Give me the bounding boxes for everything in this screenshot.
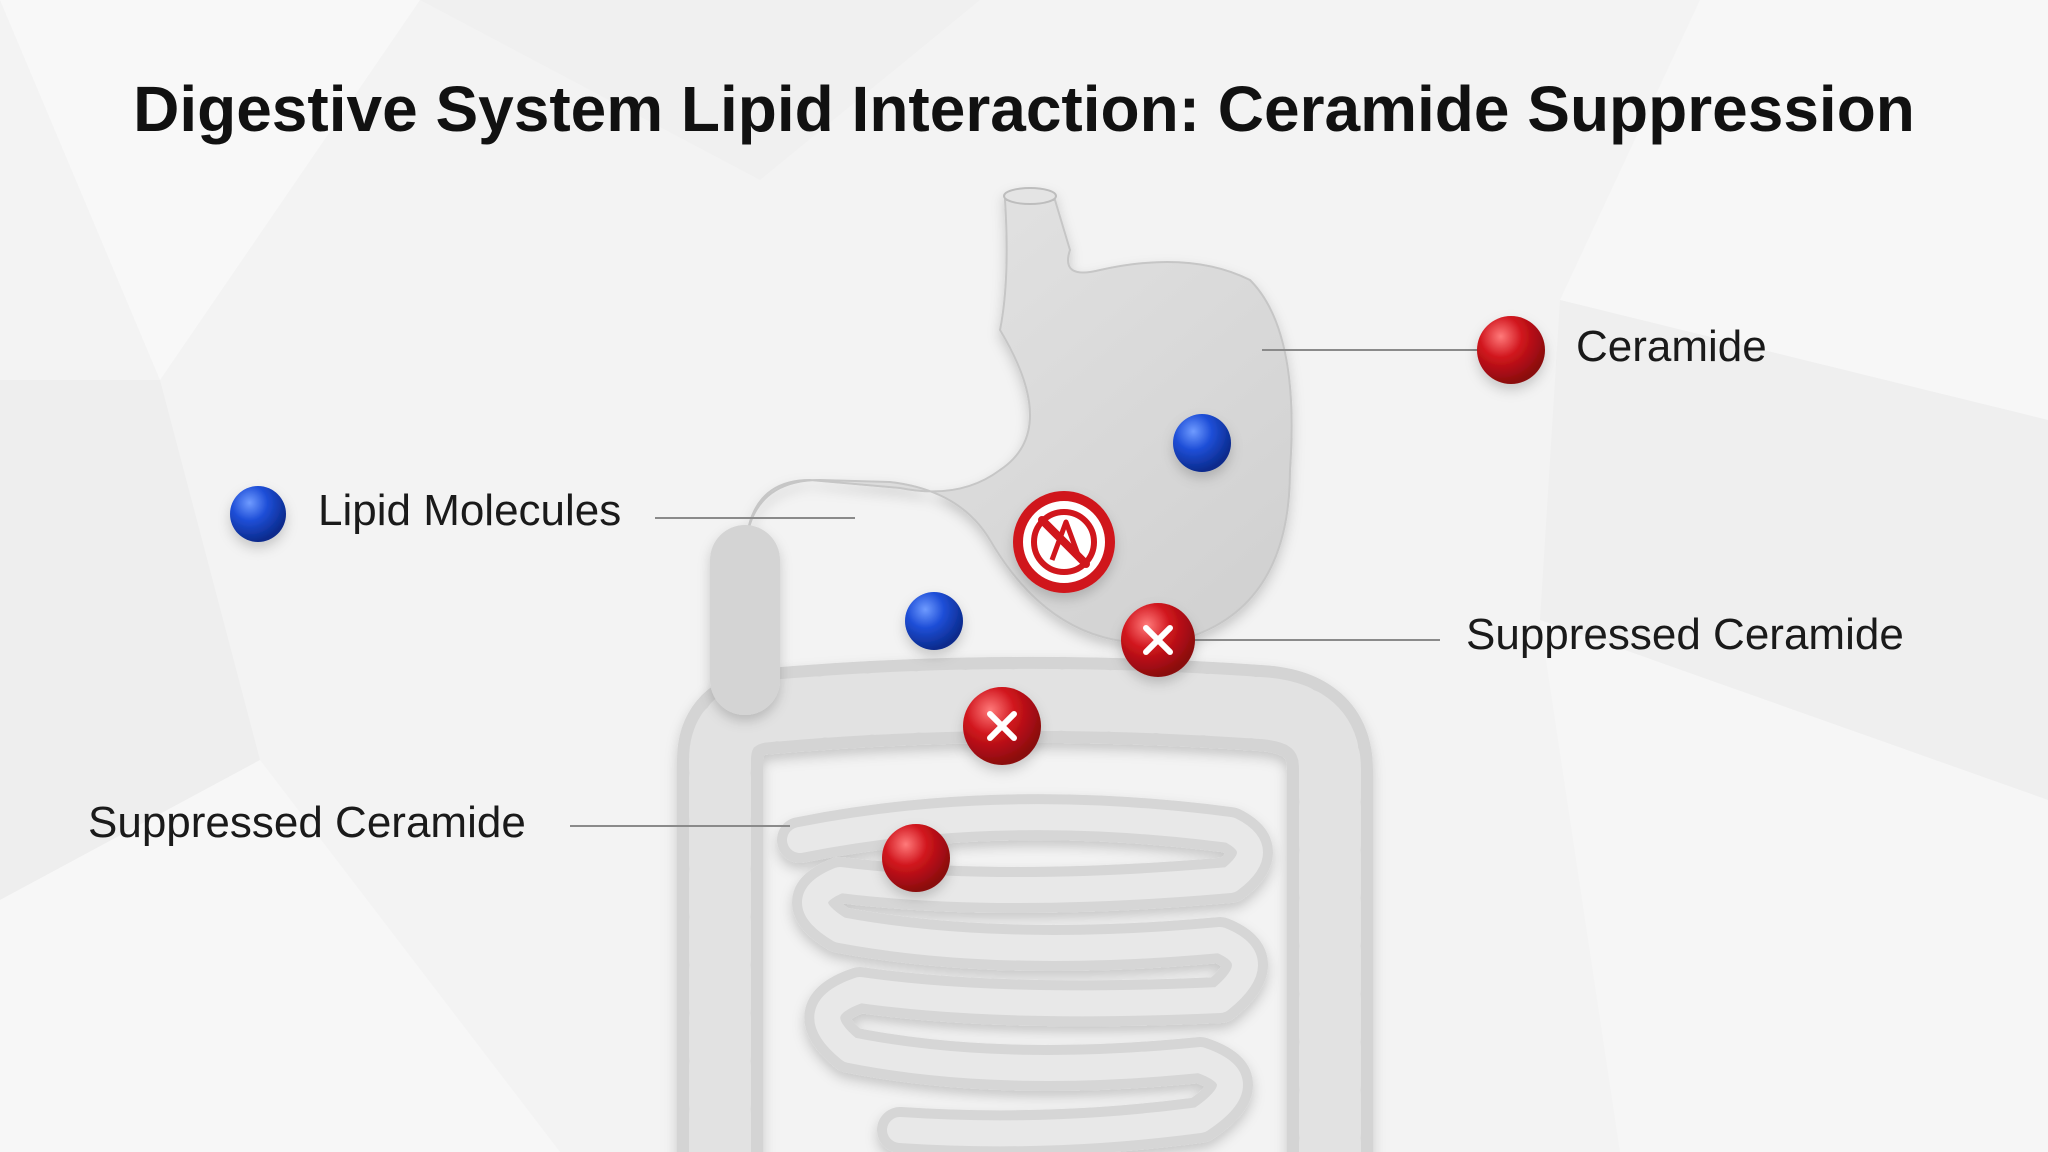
suppressed-ceramide-right-label: Suppressed Ceramide [1466,610,1904,659]
red-x-sphere-icon [963,687,1041,765]
suppressed-ceramide-left-label: Suppressed Ceramide [88,798,526,847]
red-x-sphere-icon [1121,603,1195,677]
blue-sphere-icon [230,486,286,542]
red-sphere-icon [1477,316,1545,384]
ceramide-label: Ceramide [1576,322,1767,371]
ceramide-molecules [882,316,1545,892]
red-sphere-icon [882,824,950,892]
blue-sphere-icon [905,592,963,650]
page-title: Digestive System Lipid Interaction: Cera… [133,73,1915,145]
small-intestine [777,794,1273,1152]
stomach [710,187,1293,715]
lipid-molecules-label: Lipid Molecules [318,486,622,535]
lipid-molecules [230,414,1231,650]
blue-sphere-icon [1173,414,1231,472]
suppressed-ceramide-molecules [963,603,1195,765]
leader-lines [570,349,1480,827]
prohibited-sign-icon [1013,491,1115,593]
